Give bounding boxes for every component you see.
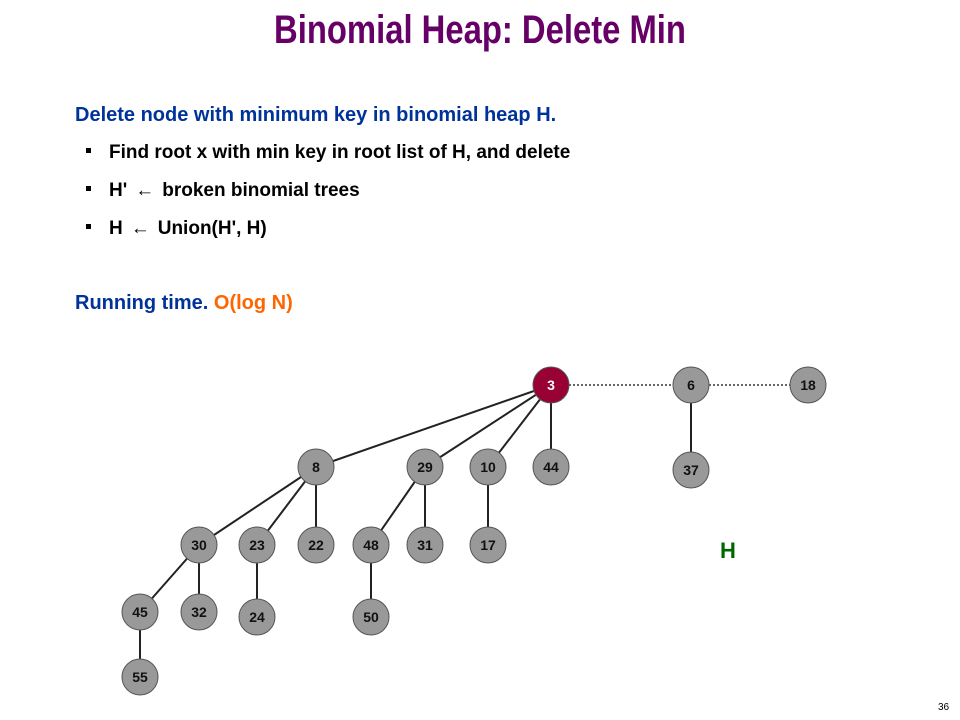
tree-edge-n3-n29 (424, 384, 552, 468)
left-arrow-icon: ← (130, 218, 150, 239)
node-circle (532, 448, 570, 486)
heap-node-23: 23 (238, 526, 276, 564)
heap-node-22: 22 (297, 526, 335, 564)
node-circle (180, 593, 218, 631)
node-key: 17 (480, 537, 496, 553)
node-circle (672, 451, 710, 489)
bullet-rhs: broken binomial trees (162, 180, 360, 201)
node-key: 55 (132, 669, 148, 685)
running-time-value: O(log N) (213, 292, 293, 314)
node-circle (238, 598, 276, 636)
node-circle (672, 366, 710, 404)
edges-layer (139, 384, 790, 677)
node-circle (180, 526, 218, 564)
node-key: 44 (543, 459, 559, 475)
bullet-lhs: H (109, 218, 123, 239)
node-key: 48 (363, 537, 379, 553)
heap-node-30: 30 (180, 526, 218, 564)
heap-node-31: 31 (406, 526, 444, 564)
node-circle (238, 526, 276, 564)
node-circle (352, 526, 390, 564)
running-time-label: Running time. (75, 292, 209, 314)
heap-node-44: 44 (532, 448, 570, 486)
node-circle (297, 448, 335, 486)
left-arrow-icon: ← (135, 180, 155, 201)
heap-node-18: 18 (789, 366, 827, 404)
bullet-marker (86, 186, 91, 192)
node-circle (789, 366, 827, 404)
node-key: 50 (363, 609, 379, 625)
node-key: 10 (480, 459, 496, 475)
heap-node-10: 10 (469, 448, 507, 486)
node-key: 8 (312, 459, 320, 475)
heap-node-8: 8 (297, 448, 335, 486)
heap-node-48: 48 (352, 526, 390, 564)
heap-node-50: 50 (352, 598, 390, 636)
heap-label: H (720, 538, 736, 563)
bullet-rhs: Union(H', H) (157, 218, 267, 239)
node-circle (297, 526, 335, 564)
node-circle (469, 526, 507, 564)
heap-node-17: 17 (469, 526, 507, 564)
heap-node-29: 29 (406, 448, 444, 486)
node-circle (121, 658, 159, 696)
tree-edge-n3-n8 (315, 384, 552, 468)
node-circle (406, 526, 444, 564)
tree-edge-n8-n30 (198, 466, 317, 546)
running-time: Running time. O(log N) (75, 292, 293, 315)
node-key: 29 (417, 459, 433, 475)
node-key: 30 (191, 537, 207, 553)
heap-node-3: 3 (532, 366, 570, 404)
node-circle (352, 598, 390, 636)
node-key: 6 (687, 377, 695, 393)
bullet-broken-trees: H' ← broken binomial trees (86, 180, 360, 202)
heap-node-55: 55 (121, 658, 159, 696)
node-circle (121, 593, 159, 631)
node-key: 3 (547, 377, 555, 393)
heap-node-32: 32 (180, 593, 218, 631)
node-key: 45 (132, 604, 148, 620)
node-key: 37 (683, 462, 699, 478)
node-key: 24 (249, 609, 265, 625)
min-node-circle (532, 366, 570, 404)
node-key: 23 (249, 537, 265, 553)
bullet-find-root: Find root x with min key in root list of… (86, 142, 570, 164)
intro-text: Delete node with minimum key in binomial… (75, 104, 557, 126)
bullet-marker (86, 148, 91, 154)
heap-node-6: 6 (672, 366, 710, 404)
node-key: 32 (191, 604, 207, 620)
bullet-lhs: H' (109, 180, 128, 201)
heap-node-24: 24 (238, 598, 276, 636)
node-circle (469, 448, 507, 486)
bullet-text: Find root x with min key in root list of… (109, 142, 571, 163)
slide-title: Binomial Heap: Delete Min (274, 8, 686, 52)
node-key: 18 (800, 377, 816, 393)
node-circle (406, 448, 444, 486)
node-key: 22 (308, 537, 324, 553)
nodes-layer: 3 6 18 37 8 29 10 44 30 23 22 48 31 17 45 32 24 50 55 (121, 366, 827, 696)
bullet-union: H ← Union(H', H) (86, 218, 267, 240)
node-key: 31 (417, 537, 433, 553)
heap-node-37: 37 (672, 451, 710, 489)
bullet-marker (86, 224, 91, 230)
page-number: 36 (938, 702, 950, 713)
heap-node-45: 45 (121, 593, 159, 631)
